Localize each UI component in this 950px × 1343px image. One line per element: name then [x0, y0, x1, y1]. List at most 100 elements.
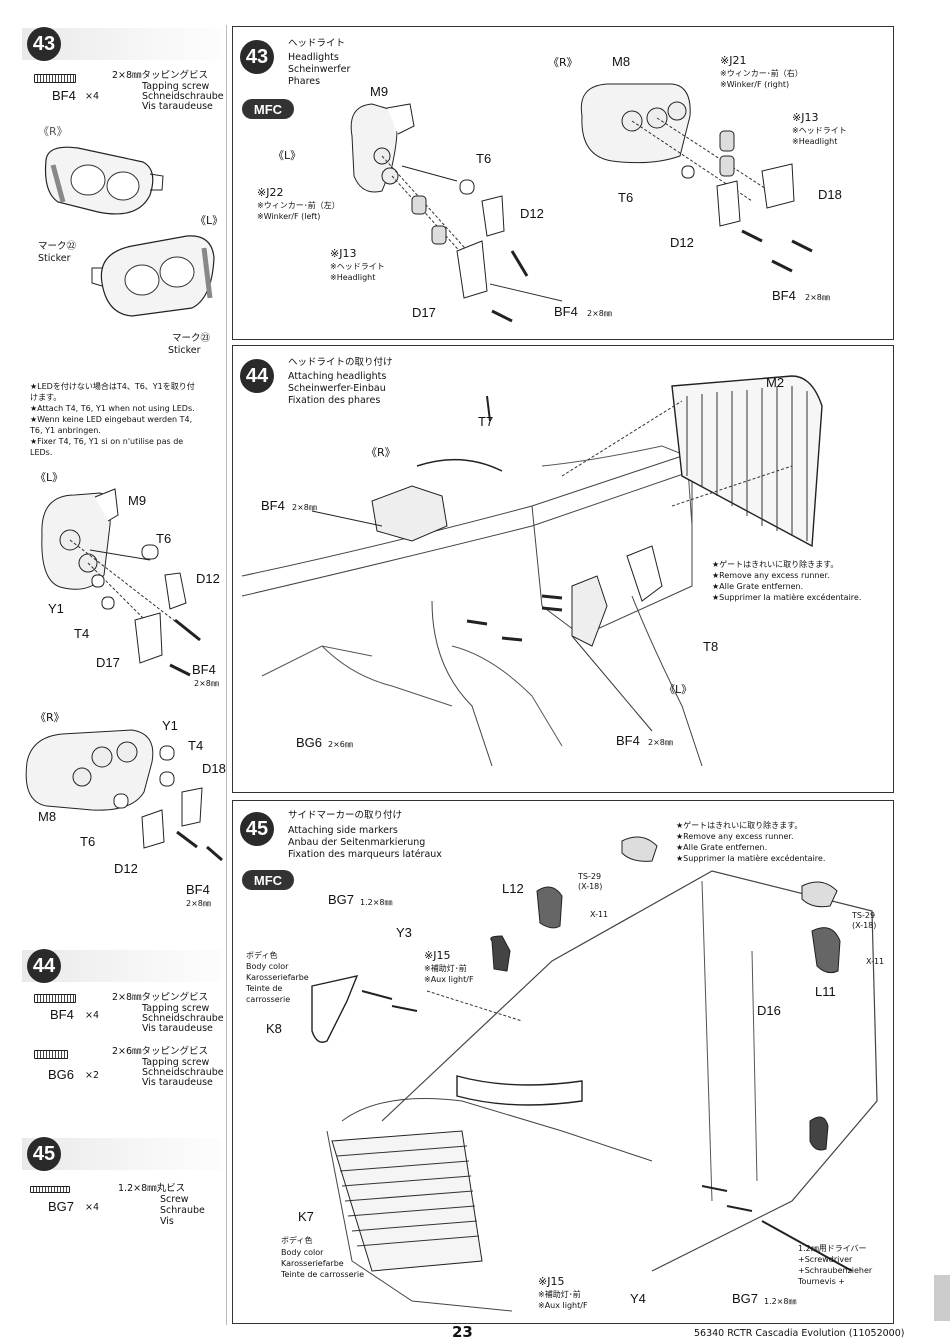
j22: ※J22 [257, 186, 284, 199]
side-label-r2: 《R》 [35, 711, 65, 724]
bf4-size: 2×8㎜タッピングビス [112, 992, 209, 1003]
note-jp: ★ゲートはきれいに取り除きます。 [676, 821, 803, 830]
mfc-badge: MFC [242, 99, 294, 119]
paint-x11-a: X-11 [590, 910, 609, 919]
j13-r-jp: ※ヘッドライト [792, 126, 847, 135]
label-r: 《R》 [366, 446, 396, 459]
title-en: Attaching side markers [288, 825, 398, 836]
led-note-fr1: ★Fixer T4, T6, Y1 si on n'utilise pas de [30, 437, 184, 446]
part-m9: M9 [370, 84, 389, 99]
sticker23-en: Sticker [168, 345, 201, 356]
screw-bg7-bottom: BG7 [732, 1291, 759, 1306]
page-number: 23 [452, 1323, 473, 1341]
body2-en: Body color [281, 1248, 324, 1257]
j15-bottom-en: ※Aux light/F [538, 1301, 588, 1310]
screw-bf4-r: BF4 [772, 288, 796, 303]
step-number-badge: 43 [27, 27, 61, 61]
title-en: Attaching headlights [288, 371, 387, 382]
part-bf4: BF4 [192, 662, 216, 677]
step-45-illustration [311, 836, 878, 1312]
led-note-jp1: ★LEDを付けない場合はT4、T6、Y1を取り付 [30, 382, 195, 391]
edge-tab [934, 1275, 950, 1321]
headlight-r-exploded [25, 729, 223, 862]
note-en: ★Remove any excess runner. [712, 571, 830, 580]
screw-qty: ×4 [85, 91, 100, 102]
part-y1: Y1 [48, 601, 64, 616]
title-jp: ヘッドライト [288, 38, 346, 49]
bg7-size: 1.2×8㎜丸ビス [118, 1183, 186, 1194]
j21-jp: ※ウィンカー･前（右） [720, 69, 803, 78]
label-l: 《L》 [273, 149, 302, 162]
bf4-en: Tapping screw [142, 1003, 210, 1014]
bg6-de: Schneidschraube [142, 1067, 224, 1078]
part-bf4-r: BF4 [186, 882, 210, 897]
screw-qty-bg6: ×2 [85, 1070, 100, 1081]
screw-code-bf4: BF4 [50, 1007, 74, 1022]
bf4-fr: Vis taraudeuse [142, 1023, 213, 1034]
j15-bottom-jp: ※補助灯･前 [538, 1290, 581, 1299]
paint-x18-a: (X-18) [578, 882, 603, 891]
body-color-en: Body color [246, 962, 289, 971]
part-y4: Y4 [630, 1291, 646, 1306]
note-fr: ★Supprimer la matière excédentaire. [712, 593, 862, 602]
part-t4: T4 [74, 626, 90, 641]
title-en: Headlights [288, 52, 339, 63]
paint-x18-b: (X-18) [852, 921, 877, 930]
led-note-jp2: けます。 [30, 393, 62, 402]
part-t6: T6 [156, 531, 172, 546]
body-color-de: Karosseriefarbe [246, 973, 309, 982]
footer-text: 56340 RCTR Cascadia Evolution (11052000) [694, 1328, 905, 1339]
part-t6-r: T6 [618, 190, 634, 205]
part-y3: Y3 [396, 925, 412, 940]
screw-bg6-size: 2×6㎜ [328, 740, 353, 749]
label-l: 《L》 [664, 683, 693, 696]
sticker23-jp: マーク㉓ [172, 333, 211, 344]
screw-bg7-top-size: 1.2×8㎜ [360, 898, 393, 907]
screw-icon [34, 1050, 68, 1059]
title-jp: ヘッドライトの取り付け [288, 357, 393, 368]
headlight-l-exploded [41, 488, 201, 677]
step-number-badge: 45 [240, 812, 274, 846]
note-jp: ★ゲートはきれいに取り除きます。 [712, 560, 839, 569]
screw-bg6: BG6 [296, 735, 323, 750]
bg6-en: Tapping screw [142, 1057, 210, 1068]
bg7-en: Screw [160, 1194, 189, 1205]
part-d18-r: D18 [202, 761, 226, 776]
j22-en: ※Winker/F (left) [257, 212, 321, 221]
side-label-l: 《L》 [195, 214, 224, 227]
note-en: ★Remove any excess runner. [676, 832, 794, 841]
j21: ※J21 [720, 54, 747, 67]
part-k7: K7 [298, 1209, 314, 1224]
screw-icon [34, 74, 76, 83]
part-d12-l: D12 [520, 206, 544, 221]
screw-code: BF4 [52, 88, 76, 103]
led-note-de2: T6, Y1 anbringen. [30, 426, 101, 435]
screw-code-bg7: BG7 [48, 1199, 75, 1214]
screw-qty-bf4: ×4 [85, 1010, 100, 1021]
screw-fr: Vis taraudeuse [142, 101, 213, 112]
part-t6-l: T6 [476, 151, 492, 166]
j22-jp: ※ウィンカー･前（左） [257, 201, 340, 210]
screw-bf4-bottom-size: 2×8㎜ [648, 738, 673, 747]
part-t7: T7 [478, 414, 494, 429]
j13-l-en: ※Headlight [330, 273, 376, 282]
part-d12: D12 [196, 571, 220, 586]
j13-l: ※J13 [330, 247, 357, 260]
label-r: 《R》 [548, 56, 578, 69]
screw-en: Tapping screw [142, 81, 210, 92]
step-number-badge: 43 [240, 40, 274, 74]
screw-bf4-r-size: 2×8㎜ [805, 293, 830, 302]
title-de: Scheinwerfer [288, 64, 351, 75]
step-44-illustration [241, 375, 823, 767]
j15-top-jp: ※補助灯･前 [424, 964, 467, 973]
sticker22-en: Sticker [38, 253, 71, 264]
screw-bf4-top: BF4 [261, 498, 285, 513]
screw-qty-bg7: ×4 [85, 1202, 100, 1213]
mfc-badge: MFC [242, 870, 294, 890]
part-d12-r: D12 [114, 861, 138, 876]
body-color-fr1: Teinte de [246, 984, 283, 993]
part-m2: M2 [766, 375, 785, 390]
screw-bf4-l-size: 2×8㎜ [587, 309, 612, 318]
part-d17: D17 [412, 305, 436, 320]
part-bf4-size-r: 2×8㎜ [186, 899, 211, 908]
